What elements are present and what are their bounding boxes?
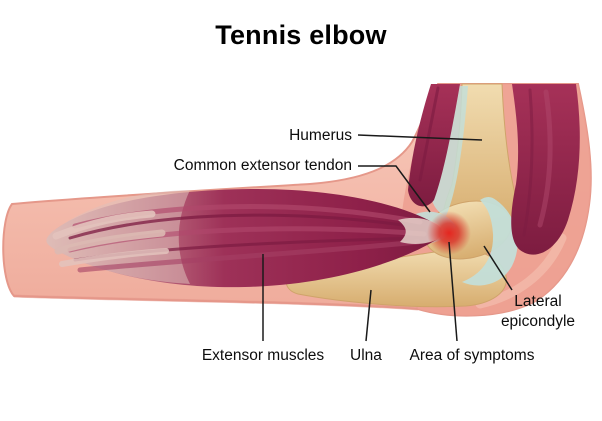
page-title: Tennis elbow [215, 20, 387, 50]
muscle-striation [537, 89, 553, 228]
label-humerus: Humerus [289, 127, 352, 144]
common-extensor-tendon-part [432, 86, 468, 216]
muscle-striation [68, 213, 426, 240]
area-of-symptoms-leader-line [448, 241, 458, 342]
muscle-striation [522, 88, 534, 237]
muscle-striation [77, 239, 421, 273]
elbow-ligament [462, 197, 518, 286]
humerus-leader-line [357, 134, 483, 141]
ulna-leader-line [365, 289, 372, 342]
label-common-extensor-tendon: Common extensor tendon [173, 157, 352, 174]
label-lateral-epicondyle: Lateral epicondyle [500, 293, 576, 330]
common-extensor-tendon-leader-line [358, 165, 431, 213]
elbow-highlight [475, 233, 567, 309]
label-area-of-symptoms: Area of symptoms [409, 347, 535, 364]
lateral-epicondyle-leader-line [483, 245, 513, 291]
label-extensor-muscles: Extensor muscles [201, 347, 325, 364]
forearm-bottom-shadow [13, 294, 419, 311]
muscle-striation [54, 229, 166, 255]
muscle-striation [59, 248, 169, 267]
muscle-striation [52, 210, 156, 240]
label-ulna: Ulna [350, 347, 382, 364]
area-of-symptoms-highlight [427, 211, 471, 255]
muscle-striation [418, 86, 440, 182]
